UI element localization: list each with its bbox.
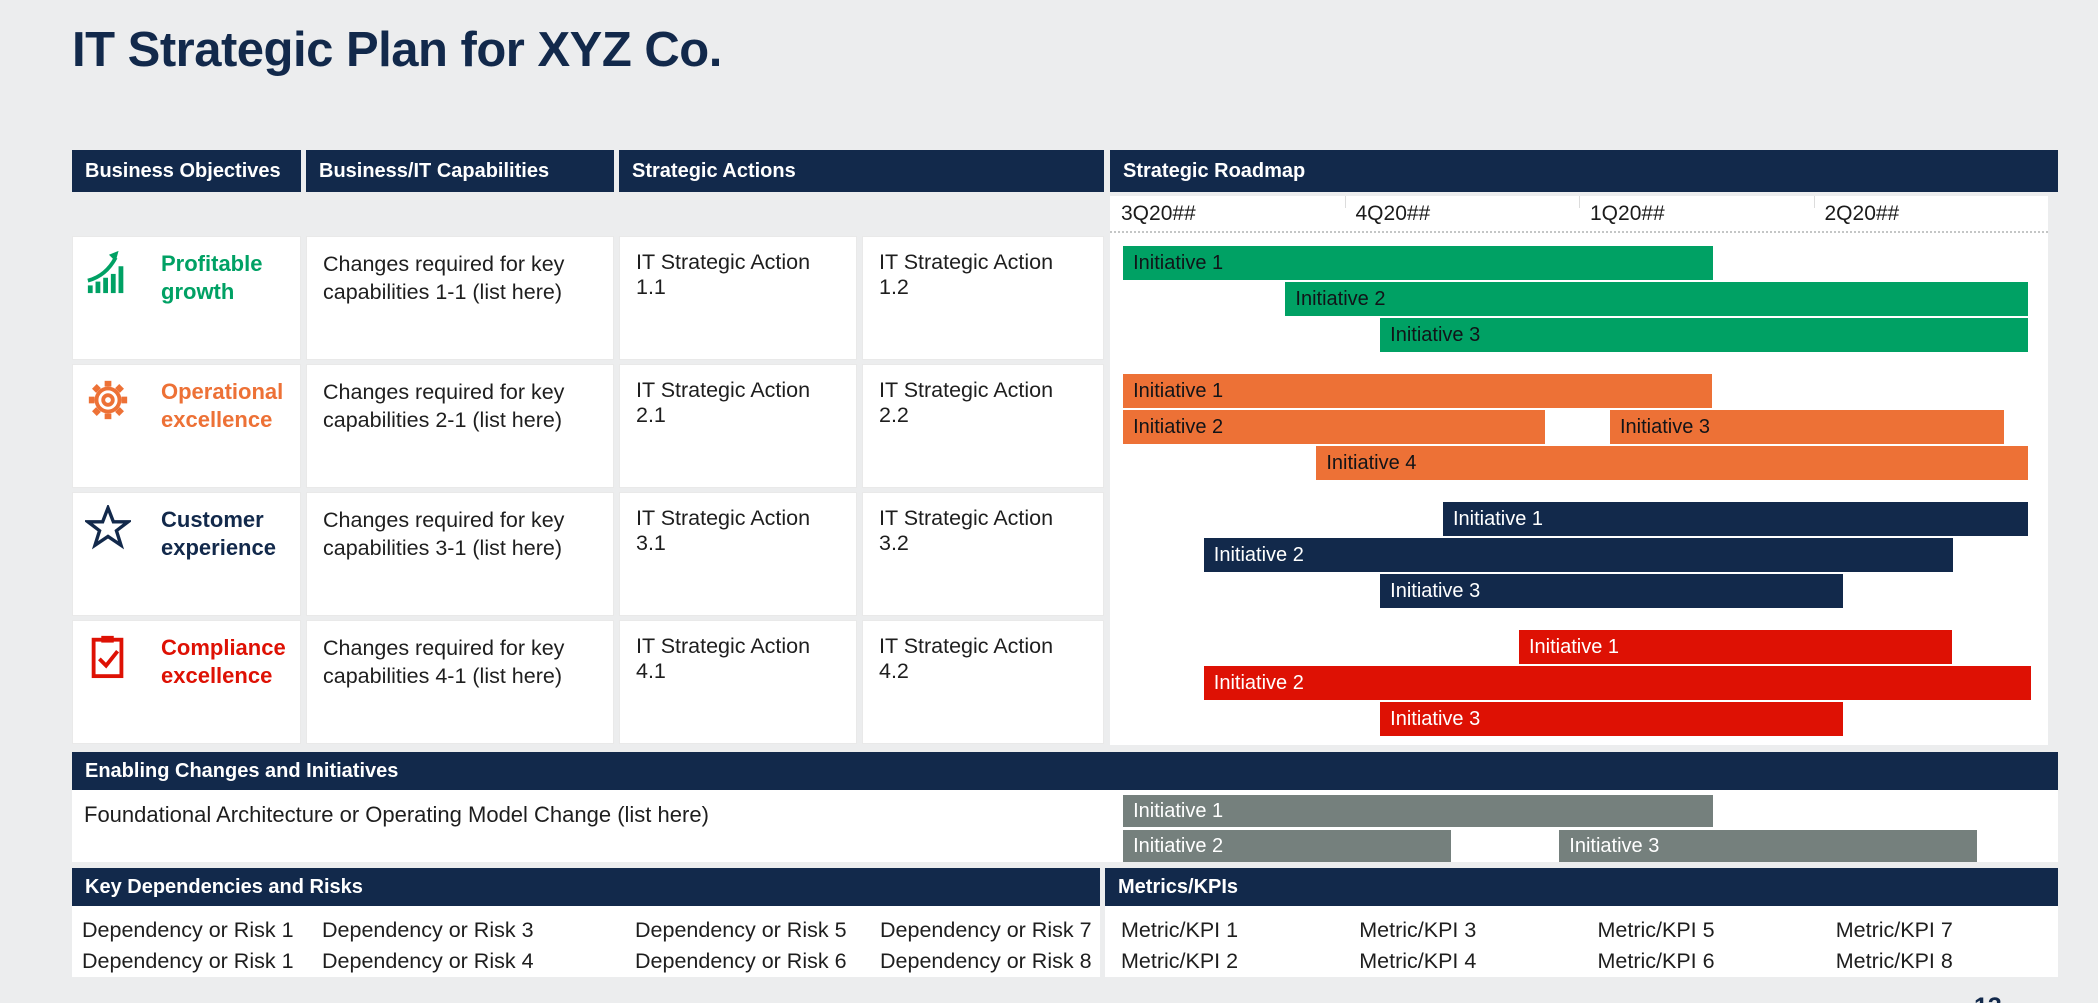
roadmap-bar: Initiative 1 — [1518, 630, 1953, 664]
roadmap-bar: Initiative 3 — [1380, 574, 1843, 608]
dependencies-header: Key Dependencies and Risks — [72, 868, 1100, 906]
action-cell: IT Strategic Action 3.2 — [862, 492, 1104, 616]
objective-cell: Customer experience — [72, 492, 301, 616]
dependency-item: Dependency or Risk 5 — [635, 918, 847, 942]
enabling-text: Foundational Architecture or Operating M… — [84, 802, 709, 827]
metric-item: Metric/KPI 2 — [1121, 948, 1239, 973]
quarter-label: 1Q20## — [1579, 196, 1814, 231]
header-strategic-actions: Strategic Actions — [619, 150, 1104, 192]
page-number: 13 — [1974, 993, 2002, 1003]
dependency-column: Dependency or Risk 3 Dependency or Risk 4 — [322, 915, 534, 976]
metric-item: Metric/KPI 6 — [1597, 948, 1715, 973]
growth-icon — [85, 249, 131, 295]
dependency-item: Dependency or Risk 1 — [82, 948, 294, 973]
action-cell: IT Strategic Action 2.2 — [862, 364, 1104, 488]
objective-label: Profitable growth — [161, 251, 263, 304]
enabling-bar: Initiative 1 — [1123, 795, 1714, 827]
dependency-column: Dependency or Risk 1 Dependency or Risk 1 — [82, 915, 294, 976]
roadmap-bar: Initiative 2 — [1123, 410, 1546, 444]
roadmap-bar: Initiative 3 — [1609, 410, 2004, 444]
action-cell: IT Strategic Action 2.1 — [619, 364, 857, 488]
dependency-item: Dependency or Risk 1 — [82, 918, 294, 942]
roadmap-bar: Initiative 2 — [1285, 282, 2029, 316]
metric-item: Metric/KPI 7 — [1835, 918, 1953, 942]
enabling-bar: Initiative 2 — [1123, 830, 1452, 862]
dependency-column: Dependency or Risk 5 Dependency or Risk 6 — [635, 915, 847, 976]
enabling-bar: Initiative 3 — [1559, 830, 1977, 862]
gear-icon — [85, 377, 131, 423]
roadmap-bar: Initiative 1 — [1123, 246, 1714, 280]
metric-item: Metric/KPI 4 — [1359, 948, 1477, 973]
metric-column: Metric/KPI 5 Metric/KPI 6 — [1582, 906, 1820, 977]
metric-column: Metric/KPI 1 Metric/KPI 2 — [1105, 906, 1343, 977]
page-title: IT Strategic Plan for XYZ Co. — [72, 23, 722, 77]
header-strategic-roadmap: Strategic Roadmap — [1110, 150, 2058, 192]
quarter-label: 3Q20## — [1121, 202, 1196, 225]
objective-cell: Operational excellence — [72, 364, 301, 488]
objective-cell: Compliance excellence — [72, 620, 301, 744]
objective-label: Customer experience — [161, 507, 276, 560]
capability-cell: Changes required for key capabilities 1-… — [306, 236, 614, 360]
roadmap-bar: Initiative 1 — [1123, 374, 1713, 408]
metric-column: Metric/KPI 7 Metric/KPI 8 — [1820, 906, 2058, 977]
metric-item: Metric/KPI 3 — [1359, 918, 1477, 942]
enabling-changes-header: Enabling Changes and Initiatives — [72, 752, 2058, 790]
clipboard-icon — [85, 633, 131, 679]
dependency-item: Dependency or Risk 7 — [880, 918, 1092, 942]
dependency-column: Dependency or Risk 7 Dependency or Risk 8 — [880, 915, 1092, 976]
action-cell: IT Strategic Action 4.2 — [862, 620, 1104, 744]
roadmap-bar: Initiative 1 — [1442, 502, 2029, 536]
objective-label: Operational excellence — [161, 379, 284, 432]
roadmap-bar: Initiative 3 — [1380, 318, 2029, 352]
roadmap-bar: Initiative 2 — [1203, 538, 1954, 572]
quarter-label: 2Q20## — [1813, 196, 2049, 231]
objective-label: Compliance excellence — [161, 635, 286, 688]
metric-item: Metric/KPI 1 — [1121, 918, 1239, 942]
action-cell: IT Strategic Action 1.1 — [619, 236, 857, 360]
metric-item: Metric/KPI 8 — [1835, 948, 1953, 973]
quarter-axis: 3Q20## 4Q20##1Q20##2Q20## — [1110, 196, 2048, 233]
dependency-item: Dependency or Risk 8 — [880, 948, 1092, 973]
action-cell: IT Strategic Action 4.1 — [619, 620, 857, 744]
roadmap-bar: Initiative 4 — [1316, 446, 2029, 480]
capability-cell: Changes required for key capabilities 3-… — [306, 492, 614, 616]
roadmap-bar: Initiative 3 — [1380, 702, 1843, 736]
metric-item: Metric/KPI 5 — [1597, 918, 1715, 942]
objective-cell: Profitable growth — [72, 236, 301, 360]
dependency-item: Dependency or Risk 4 — [322, 948, 534, 973]
capability-cell: Changes required for key capabilities 2-… — [306, 364, 614, 488]
dependency-item: Dependency or Risk 6 — [635, 948, 847, 973]
star-icon — [82, 503, 134, 551]
header-business-objectives: Business Objectives — [72, 150, 301, 192]
action-cell: IT Strategic Action 1.2 — [862, 236, 1104, 360]
enabling-row: Foundational Architecture or Operating M… — [72, 790, 2058, 862]
capability-cell: Changes required for key capabilities 4-… — [306, 620, 614, 744]
metrics-header: Metrics/KPIs — [1105, 868, 2058, 906]
quarter-label: 4Q20## — [1344, 196, 1580, 231]
metric-column: Metric/KPI 3 Metric/KPI 4 — [1343, 906, 1581, 977]
header-business-it-capabilities: Business/IT Capabilities — [306, 150, 614, 192]
roadmap-bar: Initiative 2 — [1203, 666, 2032, 700]
dependency-item: Dependency or Risk 3 — [322, 918, 534, 942]
action-cell: IT Strategic Action 3.1 — [619, 492, 857, 616]
